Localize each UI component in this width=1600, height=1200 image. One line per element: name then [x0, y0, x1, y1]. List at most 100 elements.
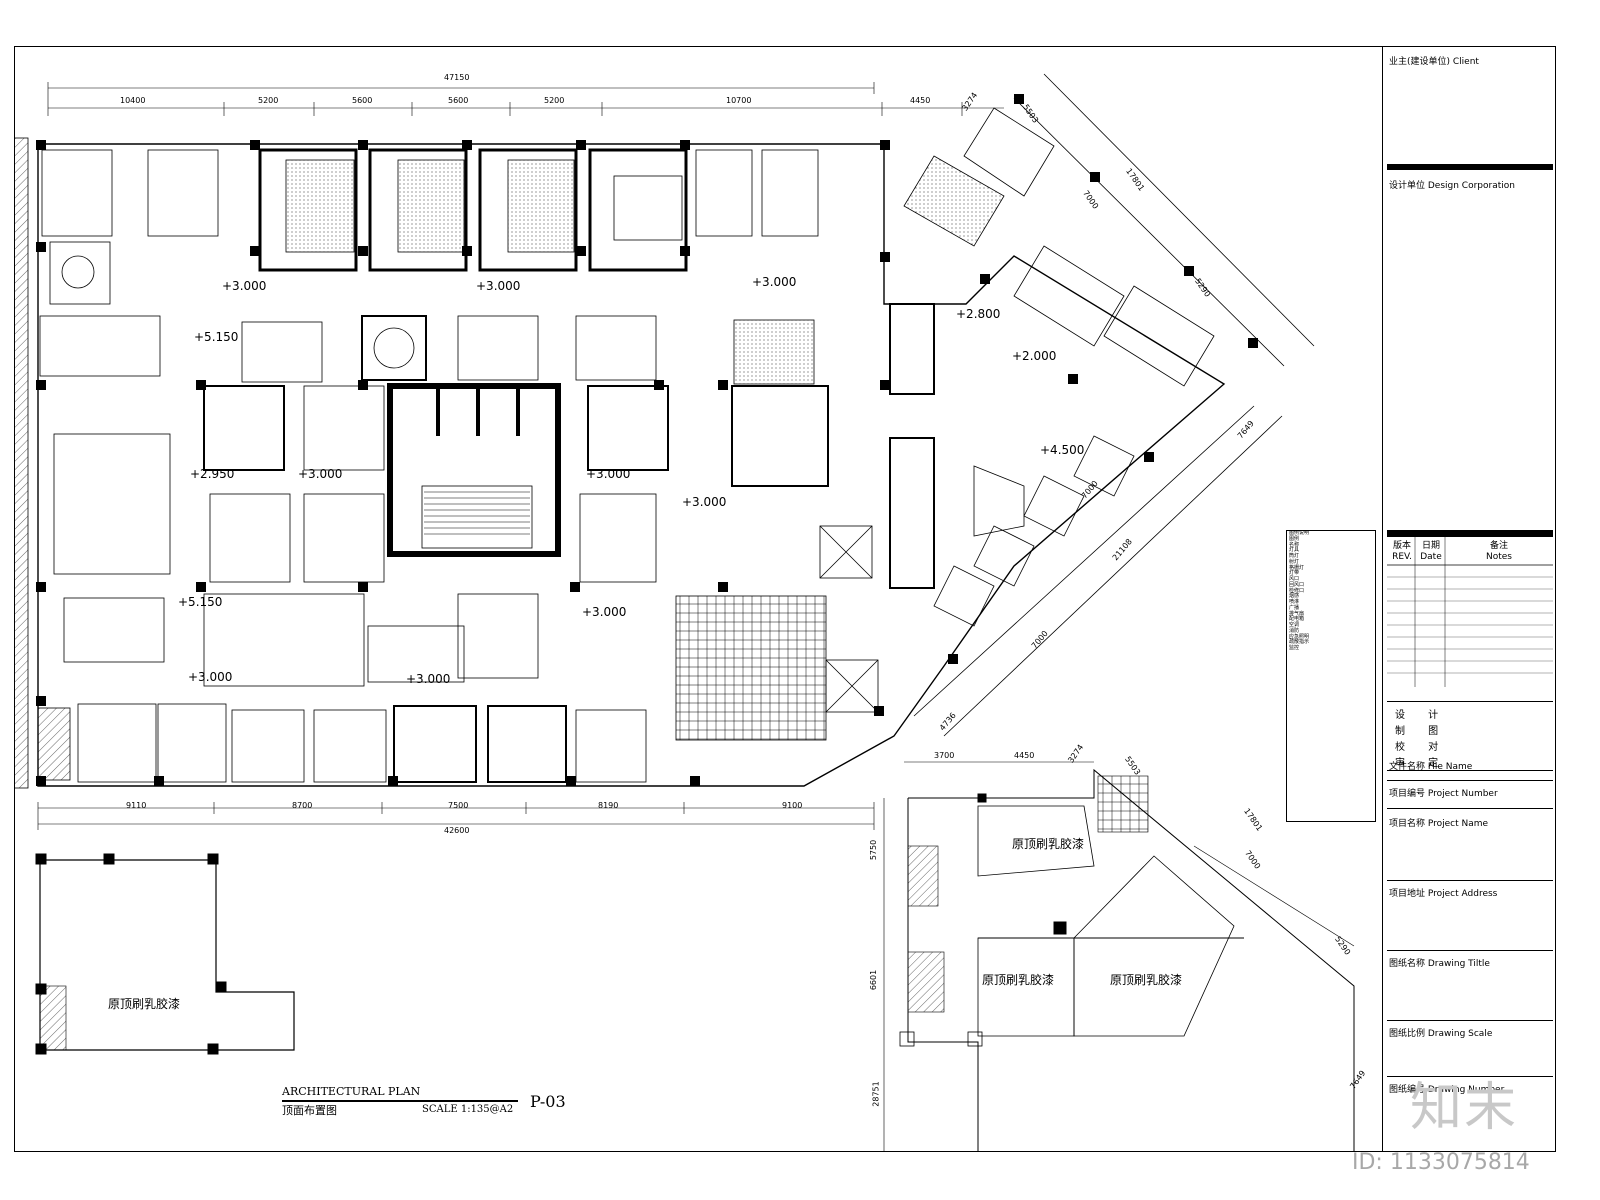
revision-table: 版本 REV. 日期 Date 备注 Notes [1387, 530, 1553, 687]
ceiling-note: 原顶刷乳胶漆 [108, 997, 181, 1011]
dim-bottom-4: 8190 [598, 801, 619, 810]
dim-top-6: 10700 [726, 96, 752, 105]
small-plan-right [883, 761, 1355, 1152]
elevation-label: +3.000 [222, 279, 267, 293]
caption-rule [282, 1100, 518, 1102]
rev-col-notes: 备注 Notes [1486, 541, 1512, 562]
elevation-label: +3.000 [582, 605, 627, 619]
caption-sheet-number: P-03 [530, 1092, 566, 1111]
watermark-logo: 知末 [1410, 1078, 1519, 1138]
project-address-label: 项目地址 Project Address [1389, 889, 1498, 899]
elevation-label: +3.000 [752, 275, 797, 289]
title-block-rule [1387, 1020, 1553, 1021]
approval-approve: 审 定 [1395, 758, 1449, 769]
project-number-label: 项目编号 Project Number [1389, 789, 1498, 799]
title-block-rule [1387, 1076, 1553, 1077]
elevation-label: +3.000 [586, 467, 631, 481]
title-block: 业主(建设单位) Client 设计单位 Design Corporation … [1382, 46, 1557, 1152]
dim-bottom-1: 9110 [126, 801, 147, 810]
title-block-rule [1387, 950, 1553, 951]
legend-item: 名称 [1289, 541, 1300, 548]
legend-item: 筒灯 [1289, 553, 1300, 559]
floor-plan-graphics [14, 73, 1355, 1152]
elevation-label: +2.000 [1012, 349, 1057, 363]
legend-item: 监控 [1289, 645, 1300, 651]
file-name-label: 文件名称 File Name [1389, 762, 1473, 772]
title-block-divider [1387, 164, 1553, 170]
client-label: 业主(建设单位) Client [1389, 57, 1479, 67]
elevation-label: +3.000 [188, 670, 233, 684]
legend-item: 喷淋 [1289, 599, 1300, 605]
watermark-id: ID: 1133075814 [1352, 1150, 1530, 1175]
dim-small-right-top: 3700 [934, 751, 955, 760]
drawing-number-label: 图纸编号 Drawing Number [1389, 1085, 1505, 1095]
dim-small-right-side: 28751 [871, 1081, 881, 1107]
legend-item: 射灯 [1289, 558, 1300, 565]
approval-check: 校 对 [1395, 742, 1449, 753]
legend-item: 疏散指示 [1289, 639, 1310, 646]
elevation-label: +3.000 [406, 672, 451, 686]
legend-item: 检修口 [1289, 587, 1305, 594]
caption-scale: SCALE 1:135@A2 [422, 1104, 514, 1115]
dim-top-2: 5200 [258, 96, 279, 105]
rooms-bottom-row [37, 703, 647, 783]
legend-item: 烟感 [1289, 593, 1300, 600]
legend-box: 图例说明 图例 名称 灯具 筒灯 射灯 格栅灯 灯带 风口 回风口 检修口 烟感… [1286, 530, 1376, 822]
bottom-dimension-line [37, 802, 875, 830]
elevation-label: +3.000 [682, 495, 727, 509]
ceiling-note: 原顶刷乳胶漆 [982, 973, 1055, 987]
dim-top-7: 4450 [910, 96, 931, 105]
top-dimension-line [47, 82, 1004, 116]
elevation-label: +2.800 [956, 307, 1001, 321]
rooms-middle [39, 303, 935, 741]
rev-col-date: 日期 Date [1420, 541, 1442, 562]
structural-columns [36, 94, 1258, 786]
legend-item: 应急照明 [1289, 633, 1310, 640]
legend-item: 广播 [1289, 604, 1300, 611]
small-plan-left [35, 853, 295, 1055]
title-block-rule [1387, 808, 1553, 809]
design-corp-label: 设计单位 Design Corporation [1389, 181, 1515, 191]
revision-grid [1387, 537, 1553, 687]
elevation-label: +2.950 [190, 467, 235, 481]
dim-small-right-top: 4450 [1014, 751, 1035, 760]
dim-bottom-5: 9100 [782, 801, 803, 810]
legend-item: 消防 [1289, 627, 1300, 634]
main-plan-outline [14, 73, 1315, 789]
drawing-title-label: 图纸名称 Drawing Tiltle [1389, 959, 1490, 969]
drawing-area: 47150 10400 5200 5600 5600 5200 10700 44… [14, 46, 1382, 1152]
legend-item: 格栅灯 [1289, 564, 1305, 571]
central-core [387, 383, 561, 557]
dim-small-right-side: 6601 [869, 969, 879, 991]
ceiling-note: 原顶刷乳胶漆 [1110, 973, 1183, 987]
dim-top-3: 5600 [352, 96, 373, 105]
drawing-caption: ARCHITECTURAL PLAN 顶面布置图 SCALE 1:135@A2 … [282, 1085, 566, 1126]
approval-design: 设 计 [1395, 710, 1449, 721]
dim-total-top: 47150 [444, 73, 470, 82]
dim-top-1: 10400 [120, 96, 146, 105]
dim-top-4: 5600 [448, 96, 469, 105]
legend-item: 配电箱 [1289, 616, 1305, 623]
dim-total-bottom: 42600 [444, 826, 470, 835]
legend-item: 灯具 [1289, 547, 1300, 554]
drawing-scale-label: 图纸比例 Drawing Scale [1389, 1029, 1493, 1039]
legend-item: 灯带 [1289, 570, 1300, 577]
elevation-label: +3.000 [298, 467, 343, 481]
legend-item: 风口 [1289, 576, 1300, 582]
elevation-label: +4.500 [1040, 443, 1085, 457]
legend-header: 图例说明 [1289, 530, 1310, 536]
title-block-rule [1387, 880, 1553, 881]
approval-drafting: 制 图 [1395, 726, 1449, 737]
project-name-label: 项目名称 Project Name [1389, 819, 1489, 829]
approval-block: 设 计 制 图 校 对 审 定 [1387, 701, 1553, 771]
elevation-label: +5.150 [194, 330, 239, 344]
elevation-label: +3.000 [476, 279, 521, 293]
rooms-diagonal-wing [903, 107, 1215, 627]
ceiling-note: 原顶刷乳胶漆 [1012, 837, 1085, 851]
rev-col-version: 版本 REV. [1392, 541, 1412, 562]
legend-item: 排气扇 [1289, 610, 1305, 617]
caption-title-cn: 顶面布置图 [282, 1104, 337, 1117]
elevation-label: +5.150 [178, 595, 223, 609]
caption-title-en: ARCHITECTURAL PLAN [282, 1085, 421, 1098]
dim-bottom-3: 7500 [448, 801, 469, 810]
